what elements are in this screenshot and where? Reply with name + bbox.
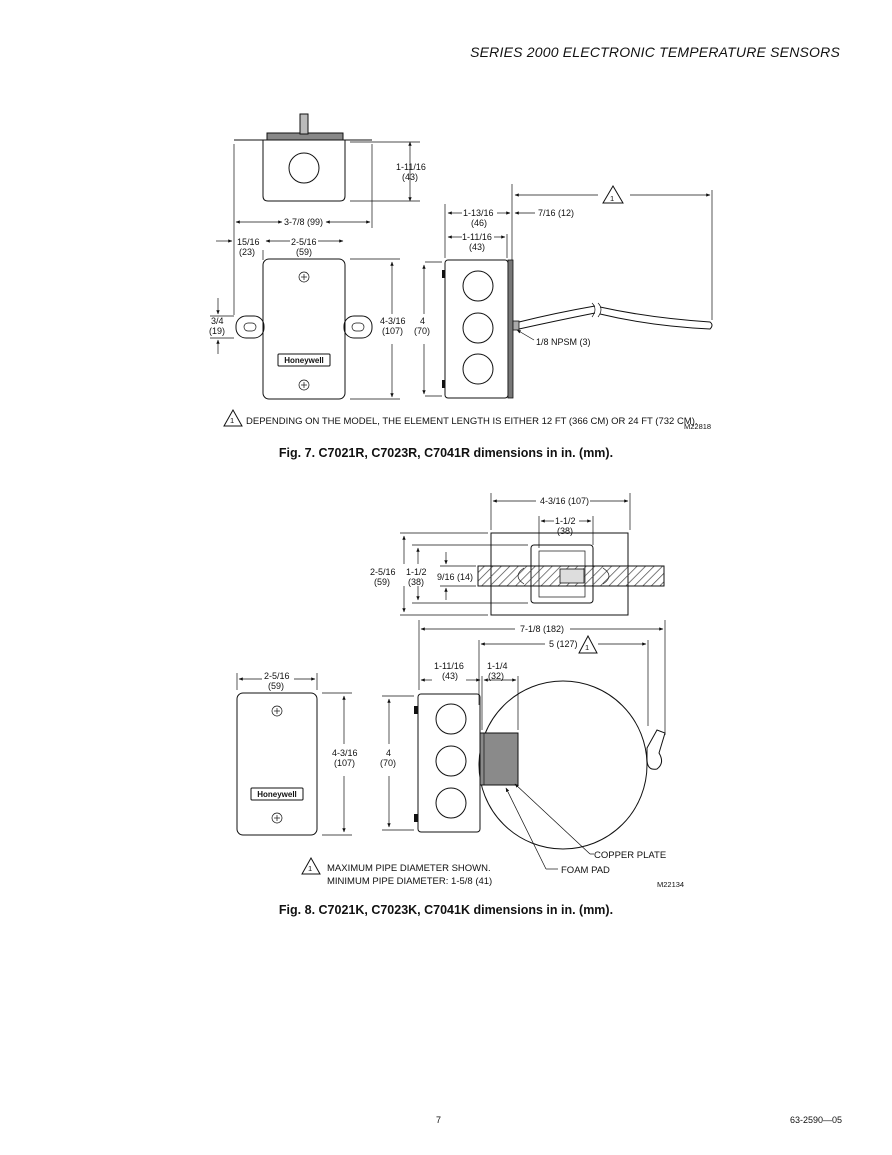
fig7-dim-thread: 1/8 NPSM (3) — [536, 337, 591, 347]
fig8-dim-body-height-2: (107) — [334, 758, 355, 768]
fig7-dim-tab-height-2: (19) — [209, 326, 225, 336]
fig7-front-view: Honeywell — [235, 258, 373, 400]
fig8-front-view: Honeywell — [236, 692, 318, 836]
fig7-drawing-code: M22818 — [684, 422, 711, 431]
fig8-dim-side-depth-1: 1-11/16 — [434, 661, 464, 671]
fig8-dim-box-height-2: (70) — [380, 758, 396, 768]
fig7-dim-fitting: 7/16 (12) — [538, 208, 574, 218]
fig7-note-marker: 1 — [230, 416, 234, 425]
running-header: SERIES 2000 ELECTRONIC TEMPERATURE SENSO… — [470, 44, 840, 60]
fig8-note-marker: 1 — [308, 864, 312, 873]
fig7-dim-body-height-2: (107) — [382, 326, 403, 336]
fig7-dim-width-total: 3-7/8 (99) — [284, 217, 323, 227]
fig7-dim-box-height-2: (70) — [414, 326, 430, 336]
figure-8: 4-3/16 (107) 1-1/2 (38) 2-5/16 (59) 1-1/… — [0, 490, 892, 895]
fig7-side-view — [442, 259, 713, 399]
fig8-dim-clamp-height-2: (38) — [408, 577, 424, 587]
fig8-dim-overall: 7-1/8 (182) — [520, 624, 564, 634]
figure-7-drawing: 1-11/16 (43) 3-7/8 (99) 15/16 (23) 2-5/1… — [209, 113, 713, 431]
fig7-dim-body-width-2: (59) — [296, 247, 312, 257]
fig8-caption: Fig. 8. C7021K, C7023K, C7041K dimension… — [278, 903, 614, 917]
fig7-dim-tab-offset-1: 15/16 — [237, 237, 260, 247]
fig7-dim-side-outer-2: (46) — [471, 218, 487, 228]
fig7-dim-side-inner-2: (43) — [469, 242, 485, 252]
fig8-dim-pipe: 5 (127) — [549, 639, 578, 649]
fig8-dim-plate-depth-1: 1-1/4 — [487, 661, 508, 671]
fig8-dim-top-height-2: (59) — [374, 577, 390, 587]
fig8-dim-clamp-width-1: 1-1/2 — [555, 516, 576, 526]
fig8-dim-body-height-1: 4-3/16 — [332, 748, 358, 758]
fig7-dim-tab-offset-2: (23) — [239, 247, 255, 257]
fig8-label-foam: FOAM PAD — [561, 865, 610, 876]
figure-8-drawing: 4-3/16 (107) 1-1/2 (38) 2-5/16 (59) 1-1/… — [236, 493, 684, 889]
document-number: 63-2590—05 — [789, 1115, 842, 1125]
page-number: 7 — [436, 1115, 442, 1125]
fig8-dim-clamp-width-2: (38) — [557, 526, 573, 536]
fig8-dim-clamp-height-1: 1-1/2 — [406, 567, 427, 577]
figure-7: 1-11/16 (43) 3-7/8 (99) 15/16 (23) 2-5/1… — [0, 100, 892, 445]
fig8-dim-plate-depth-2: (32) — [488, 671, 504, 681]
fig8-label-copper: COPPER PLATE — [594, 850, 666, 861]
fig8-dim-body-width-1: 2-5/16 — [264, 671, 290, 681]
fig8-dim-top-width: 4-3/16 (107) — [540, 496, 589, 506]
fig8-brand-logo: Honeywell — [257, 790, 297, 799]
fig8-note-line1: MAXIMUM PIPE DIAMETER SHOWN. — [327, 863, 491, 874]
fig7-brand-logo: Honeywell — [284, 356, 324, 365]
fig7-dim-tab-height-1: 3/4 — [211, 316, 224, 326]
fig7-dim-top-height-2: (43) — [402, 172, 418, 182]
fig8-dim-top-height-1: 2-5/16 — [370, 567, 396, 577]
fig7-dim-body-width-1: 2-5/16 — [291, 237, 317, 247]
fig8-dim-strap: 9/16 (14) — [437, 572, 473, 582]
fig8-dim-box-height-1: 4 — [386, 748, 391, 758]
fig7-note: DEPENDING ON THE MODEL, THE ELEMENT LENG… — [246, 416, 698, 427]
fig7-caption: Fig. 7. C7021R, C7023R, C7041R dimension… — [278, 446, 614, 460]
fig8-drawing-code: M22134 — [657, 880, 684, 889]
fig7-top-view — [234, 113, 372, 202]
fig8-dim-side-depth-2: (43) — [442, 671, 458, 681]
fig7-dim-top-height-1: 1-11/16 — [396, 162, 426, 172]
fig7-dim-side-outer-1: 1-13/16 — [463, 208, 494, 218]
fig7-dim-side-inner-1: 1-11/16 — [462, 232, 492, 242]
fig8-top-view — [477, 532, 665, 616]
fig8-side-view — [414, 680, 666, 850]
fig8-note-line2: MINIMUM PIPE DIAMETER: 1-5/8 (41) — [327, 876, 492, 887]
fig7-note-marker-top: 1 — [610, 194, 614, 203]
fig8-note-marker-top: 1 — [585, 643, 589, 652]
fig7-dim-box-height-1: 4 — [420, 316, 425, 326]
fig7-dim-body-height-1: 4-3/16 — [380, 316, 406, 326]
fig8-dim-body-width-2: (59) — [268, 681, 284, 691]
